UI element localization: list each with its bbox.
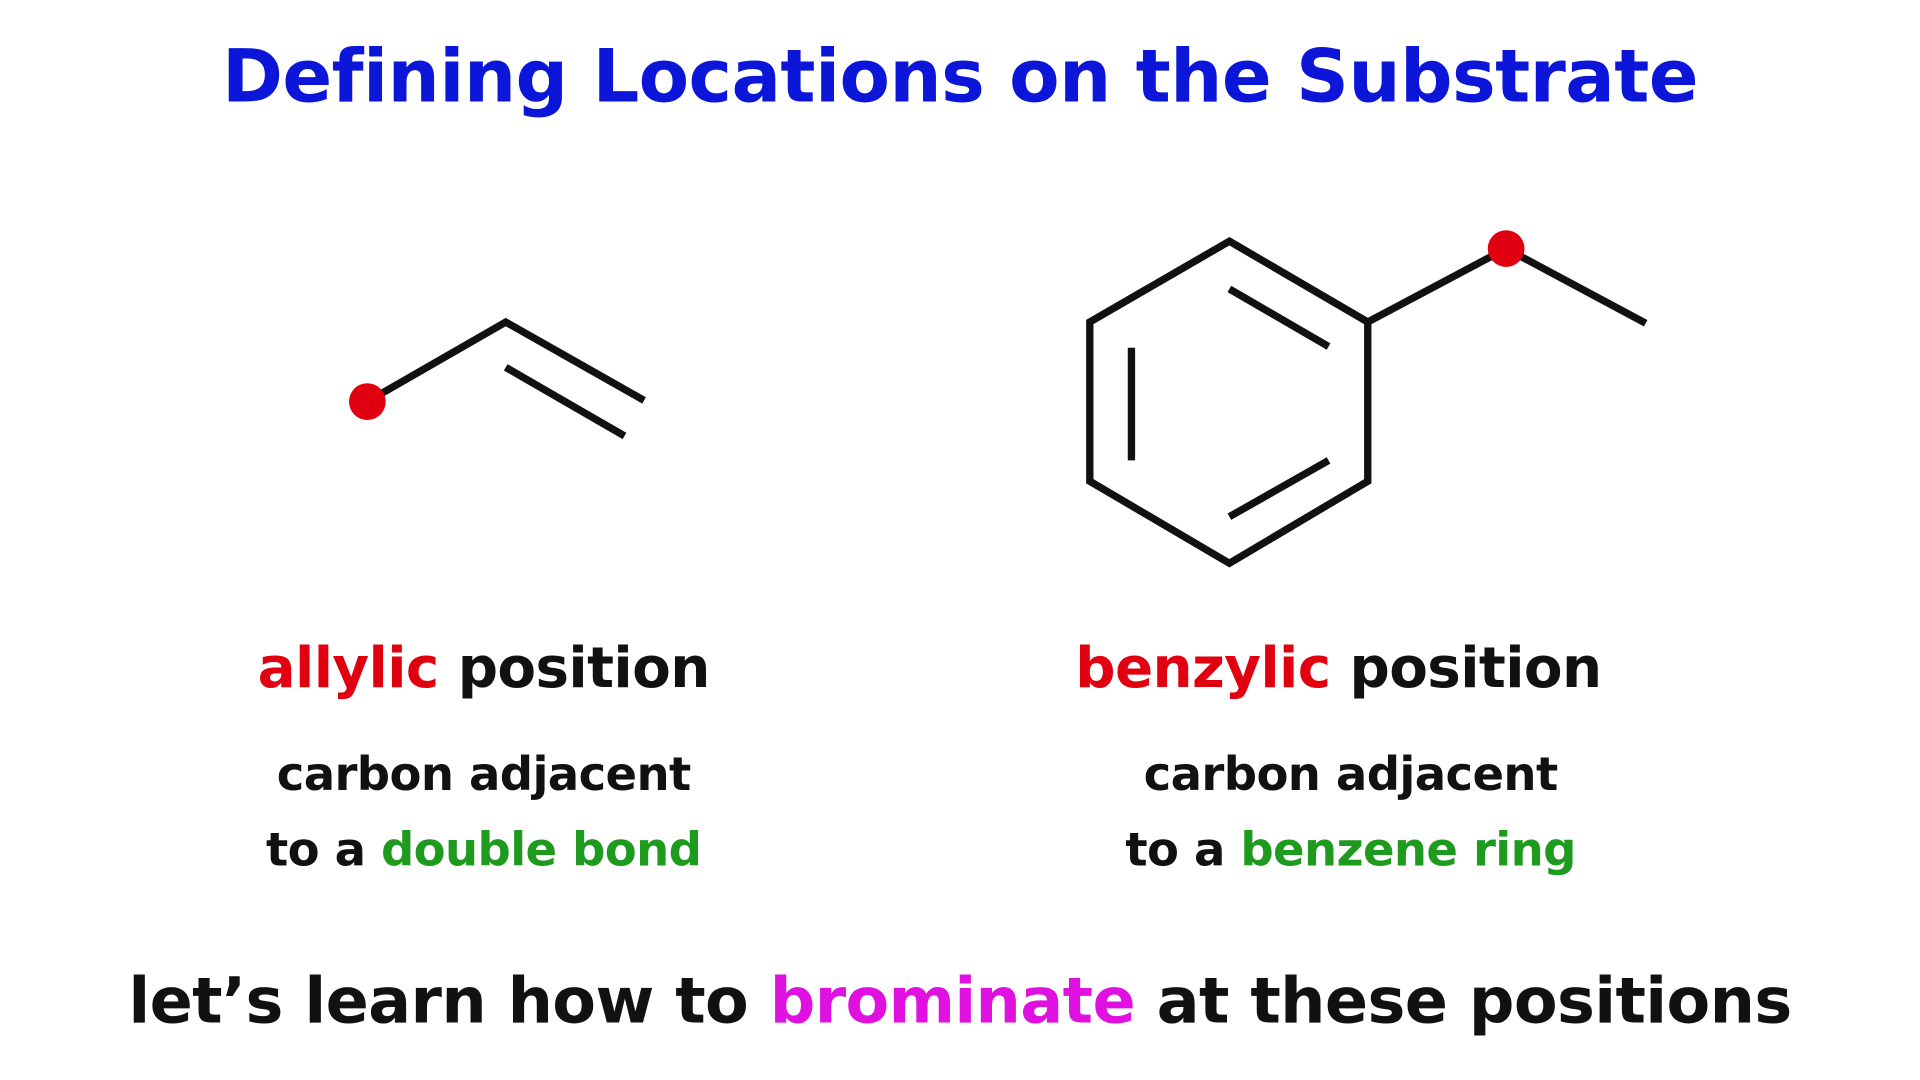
double-bond-line xyxy=(503,364,627,440)
benzylic-position-marker xyxy=(1487,230,1525,267)
definition-prefix: to a xyxy=(266,822,381,877)
slide-title: Defining Locations on the Substrate xyxy=(222,34,1699,121)
ring-double-bond xyxy=(1227,285,1331,350)
allylic-term: allylic xyxy=(257,634,440,701)
allyl-bonds xyxy=(365,317,646,405)
benzylic-heading: benzylic position xyxy=(1075,634,1602,701)
double-bond-term: double bond xyxy=(380,822,702,877)
allylic-heading: allylic position xyxy=(257,634,711,701)
heading-suffix: position xyxy=(438,634,711,701)
ring-double-bond xyxy=(1227,457,1331,520)
ethylbenzene-structure xyxy=(1086,236,1648,568)
allylic-position-marker xyxy=(348,383,386,421)
statement-suffix: at these positions xyxy=(1135,964,1793,1039)
heading-suffix: position xyxy=(1330,634,1602,701)
propene-structure xyxy=(365,317,646,440)
benzylic-definition-line1: carbon adjacent xyxy=(1143,746,1559,801)
definition-prefix: to a xyxy=(1125,822,1241,877)
brominate-term: brominate xyxy=(769,964,1136,1039)
allylic-definition-line2: to a double bond xyxy=(266,822,702,877)
benzene-ring-term: benzene ring xyxy=(1240,822,1576,877)
benzylic-definition-line2: to a benzene ring xyxy=(1125,822,1576,877)
closing-statement: let’s learn how to brominate at these po… xyxy=(128,964,1793,1039)
statement-prefix: let’s learn how to xyxy=(128,964,770,1039)
allylic-definition-line1: carbon adjacent xyxy=(276,746,692,801)
benzylic-term: benzylic xyxy=(1075,634,1331,701)
